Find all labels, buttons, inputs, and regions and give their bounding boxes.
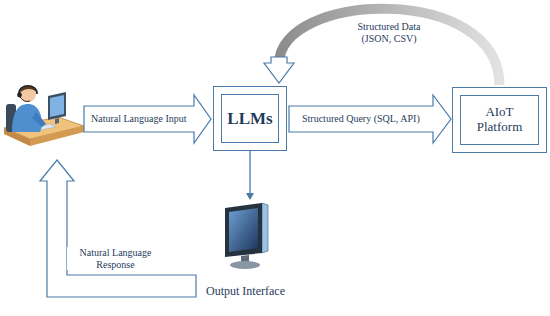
- headset-mic: [20, 97, 30, 102]
- block-arrow: [289, 95, 451, 143]
- operator-arm: [32, 112, 46, 127]
- operator-head: [20, 86, 36, 102]
- arrow-label: Natural Language Response: [67, 247, 164, 270]
- headset-earcup: [17, 93, 22, 98]
- desk-monitor-screen: [50, 95, 64, 117]
- inner-frame: AIoT Platform: [460, 95, 539, 145]
- monitor-screen: [229, 208, 258, 252]
- monitor-bezel: [225, 203, 262, 257]
- inner-frame: LLMs: [221, 94, 279, 143]
- operator-illustration: [4, 86, 84, 146]
- connector: [289, 95, 451, 143]
- headset-band: [19, 86, 37, 94]
- desk-monitor-stand: [55, 118, 59, 124]
- monitor-base: [230, 261, 260, 269]
- edge-label: Structured Query (SQL, API): [301, 113, 421, 125]
- monitor-side: [262, 203, 268, 253]
- node-title: Output Interface: [203, 285, 288, 299]
- process-box: LLMs: [213, 86, 287, 151]
- desk-monitor: [48, 92, 66, 120]
- connector: [246, 151, 254, 200]
- block-arrow-head: [264, 57, 294, 83]
- curved-arrow-band: [279, 9, 500, 85]
- connector: [264, 9, 500, 85]
- input-block-arrow: [84, 95, 211, 143]
- output-monitor-node: Output Interface: [203, 201, 288, 299]
- process-box: AIoT Platform: [452, 87, 547, 153]
- arrow-head: [246, 193, 254, 200]
- arrow-label: Natural Language Input: [90, 113, 188, 125]
- response-block-arrow: [40, 160, 196, 297]
- connector-line: [249, 151, 250, 194]
- node-title: AIoT Platform: [469, 105, 531, 135]
- edge-label: Structured Data (JSON, CSV): [348, 21, 430, 45]
- monitor-icon: [222, 201, 270, 271]
- node-title: LLMs: [227, 109, 272, 129]
